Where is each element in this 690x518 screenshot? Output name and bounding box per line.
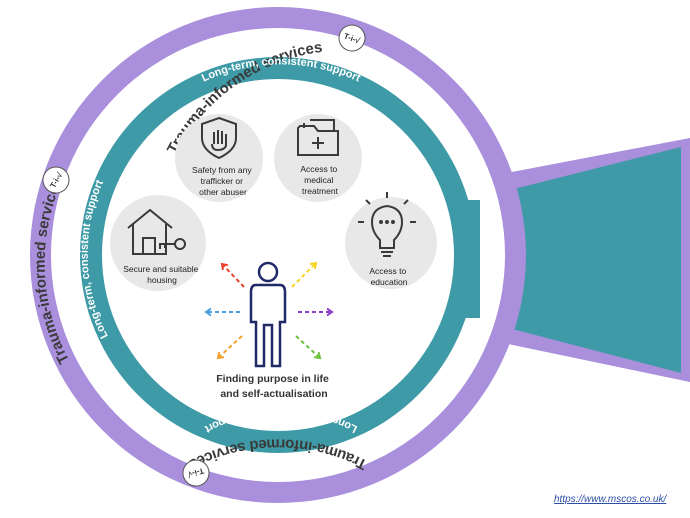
arrowhead-down-left [216,351,225,360]
house-key-icon [127,208,186,255]
megaphone-horn [470,138,690,382]
arrowhead-left [204,307,212,317]
need-medical-bg [274,114,362,202]
need-housing: Secure and suitable housing [110,195,206,291]
arrowhead-up-right [309,261,318,270]
need-education-bg [345,197,437,289]
need-safety-label: Safety from any trafficker or other abus… [192,165,254,197]
need-safety: Safety from any trafficker or other abus… [175,114,263,202]
source-link[interactable]: https://www.mscos.co.uk/ [554,494,667,505]
arrowhead-right [326,307,334,317]
person-icon [249,261,287,368]
tiv-badge-left: T-i-√ [42,166,70,194]
tiv-badge-top: T-i-√ [338,24,366,52]
need-medical: Access to medical treatment [274,114,362,202]
arrow-down-left [217,335,243,359]
horn-teal-body [470,147,681,373]
need-education-label: Access to education [369,266,408,287]
need-education: Access to education [345,192,437,289]
medical-folder-icon [297,119,339,156]
arrow-up-right [291,262,317,288]
arrow-down-right [295,335,321,359]
need-medical-label: Access to medical treatment [300,164,339,196]
arrowhead-down-right [313,351,322,360]
tiv-badge-bottom: T-i-√ [182,459,210,487]
shield-hand-icon [201,116,237,160]
lightbulb-icon [358,192,416,257]
arrow-up-left [221,263,245,288]
center-label: Finding purpose in life and self-actuali… [216,373,332,400]
svg-text:T-i-√: T-i-√ [186,466,205,479]
arrowhead-up-left [220,262,229,271]
need-housing-label: Secure and suitable housing [123,264,201,285]
radiating-arrows [204,261,334,360]
need-housing-bg [110,195,206,291]
